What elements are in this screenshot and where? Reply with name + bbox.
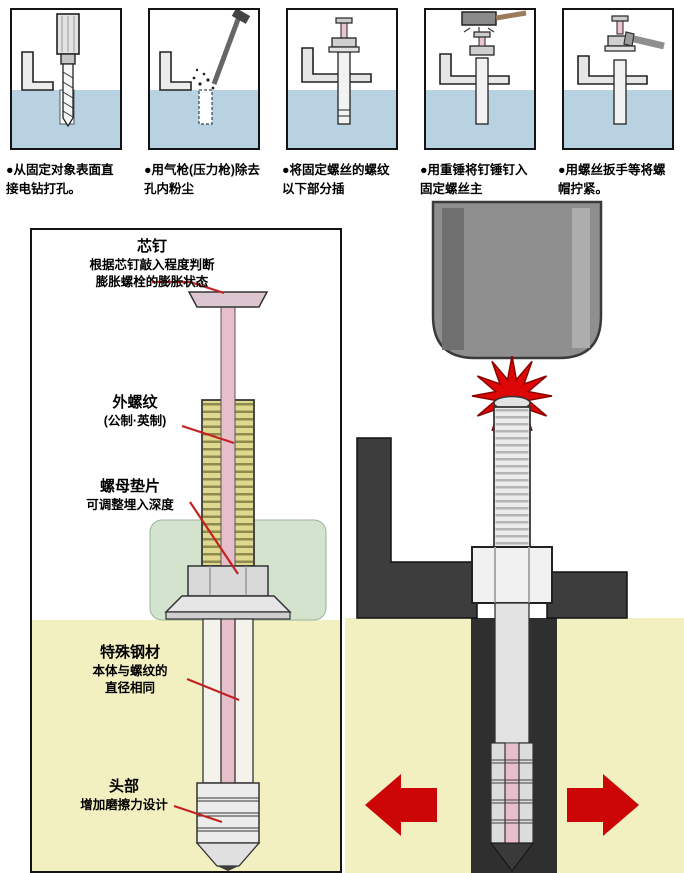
step-insert: ●将固定螺丝的螺纹以下部分插 [282,8,398,199]
hammer-drive-icon [426,10,534,148]
label-head-title: 头部 [108,778,139,795]
label-washer-title: 螺母垫片 [99,478,160,495]
expand-left-arrow [365,774,437,836]
step-insert-panel [286,8,398,150]
label-washer-desc: 可调整埋入深度 [86,497,174,512]
step-hammer-panel [424,8,536,150]
air-gun-icon [150,10,258,148]
hammering-illustration [345,200,684,873]
step-blow-panel [148,8,260,150]
label-thread-desc: (公制·英制) [103,413,167,428]
step-tighten: ●用螺丝扳手等将螺帽拧紧。 [558,8,674,199]
label-steel-title: 特殊钢材 [99,644,160,661]
anchor-insert-icon [288,17,396,148]
step-drill-panel [10,8,122,150]
step-tighten-panel [562,8,674,150]
drill-icon [12,13,120,148]
step-drill-caption: ●从固定对象表面直接电钻打孔。 [6,163,114,196]
label-steel-desc: 本体与螺纹的 直径相同 [92,663,168,696]
label-core-pin-title: 芯钉 [136,238,167,255]
label-head: 头部 增加磨擦力设计 [44,778,204,814]
wrench-icon [564,15,672,148]
label-core-pin-desc: 根据芯钉敲入程度判断 膨胀螺栓的膨胀状态 [89,257,215,290]
label-steel: 特殊钢材 本体与螺纹的 直径相同 [50,644,210,698]
pointer-lines [152,280,240,824]
label-thread: 外螺纹 (公制·英制) [60,394,210,430]
label-head-desc: 增加磨擦力设计 [80,797,168,812]
step-hammer-caption: ●用重锤将钉锤钉入固定螺丝主 [420,163,528,196]
step-tighten-caption: ●用螺丝扳手等将螺帽拧紧。 [558,163,666,196]
expand-right-arrow [567,774,639,836]
step-drill: ●从固定对象表面直接电钻打孔。 [6,8,122,199]
installation-steps: ●从固定对象表面直接电钻打孔。 ●用气枪(压力枪)除去孔内粉尘 [0,8,684,199]
anchor-cross-section: 芯钉 根据芯钉敲入程度判断 膨胀螺栓的膨胀状态 外螺纹 (公制·英制) 螺母垫片… [30,228,342,873]
step-blow-caption: ●用气枪(压力枪)除去孔内粉尘 [144,163,260,196]
hammer-icon [431,200,603,360]
hammering-illustration-drawing [345,200,684,873]
step-hammer: ●用重锤将钉锤钉入固定螺丝主 [420,8,536,199]
label-core-pin: 芯钉 根据芯钉敲入程度判断 膨胀螺栓的膨胀状态 [34,238,270,292]
label-thread-title: 外螺纹 [112,394,158,411]
label-washer: 螺母垫片 可调整埋入深度 [50,478,210,514]
step-insert-caption: ●将固定螺丝的螺纹以下部分插 [282,163,390,196]
step-blow: ●用气枪(压力枪)除去孔内粉尘 [144,8,260,199]
anchor-cross-section-drawing [32,280,340,871]
